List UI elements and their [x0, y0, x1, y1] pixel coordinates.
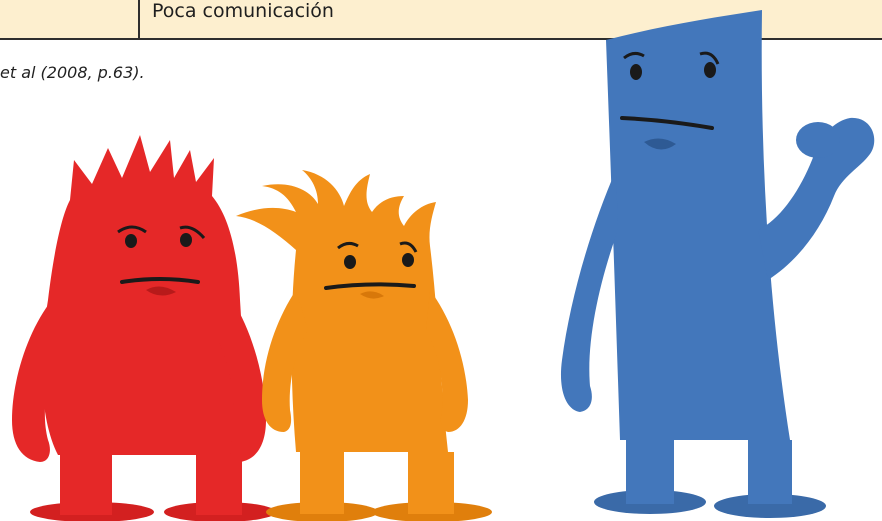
orange-monster-icon	[236, 170, 492, 521]
blue-monster-icon	[560, 10, 875, 518]
table-divider	[138, 0, 140, 40]
source-caption: et al (2008, p.63).	[0, 63, 145, 82]
red-monster-icon	[12, 135, 276, 521]
table-cell-text: Poca comunicación	[152, 0, 334, 22]
